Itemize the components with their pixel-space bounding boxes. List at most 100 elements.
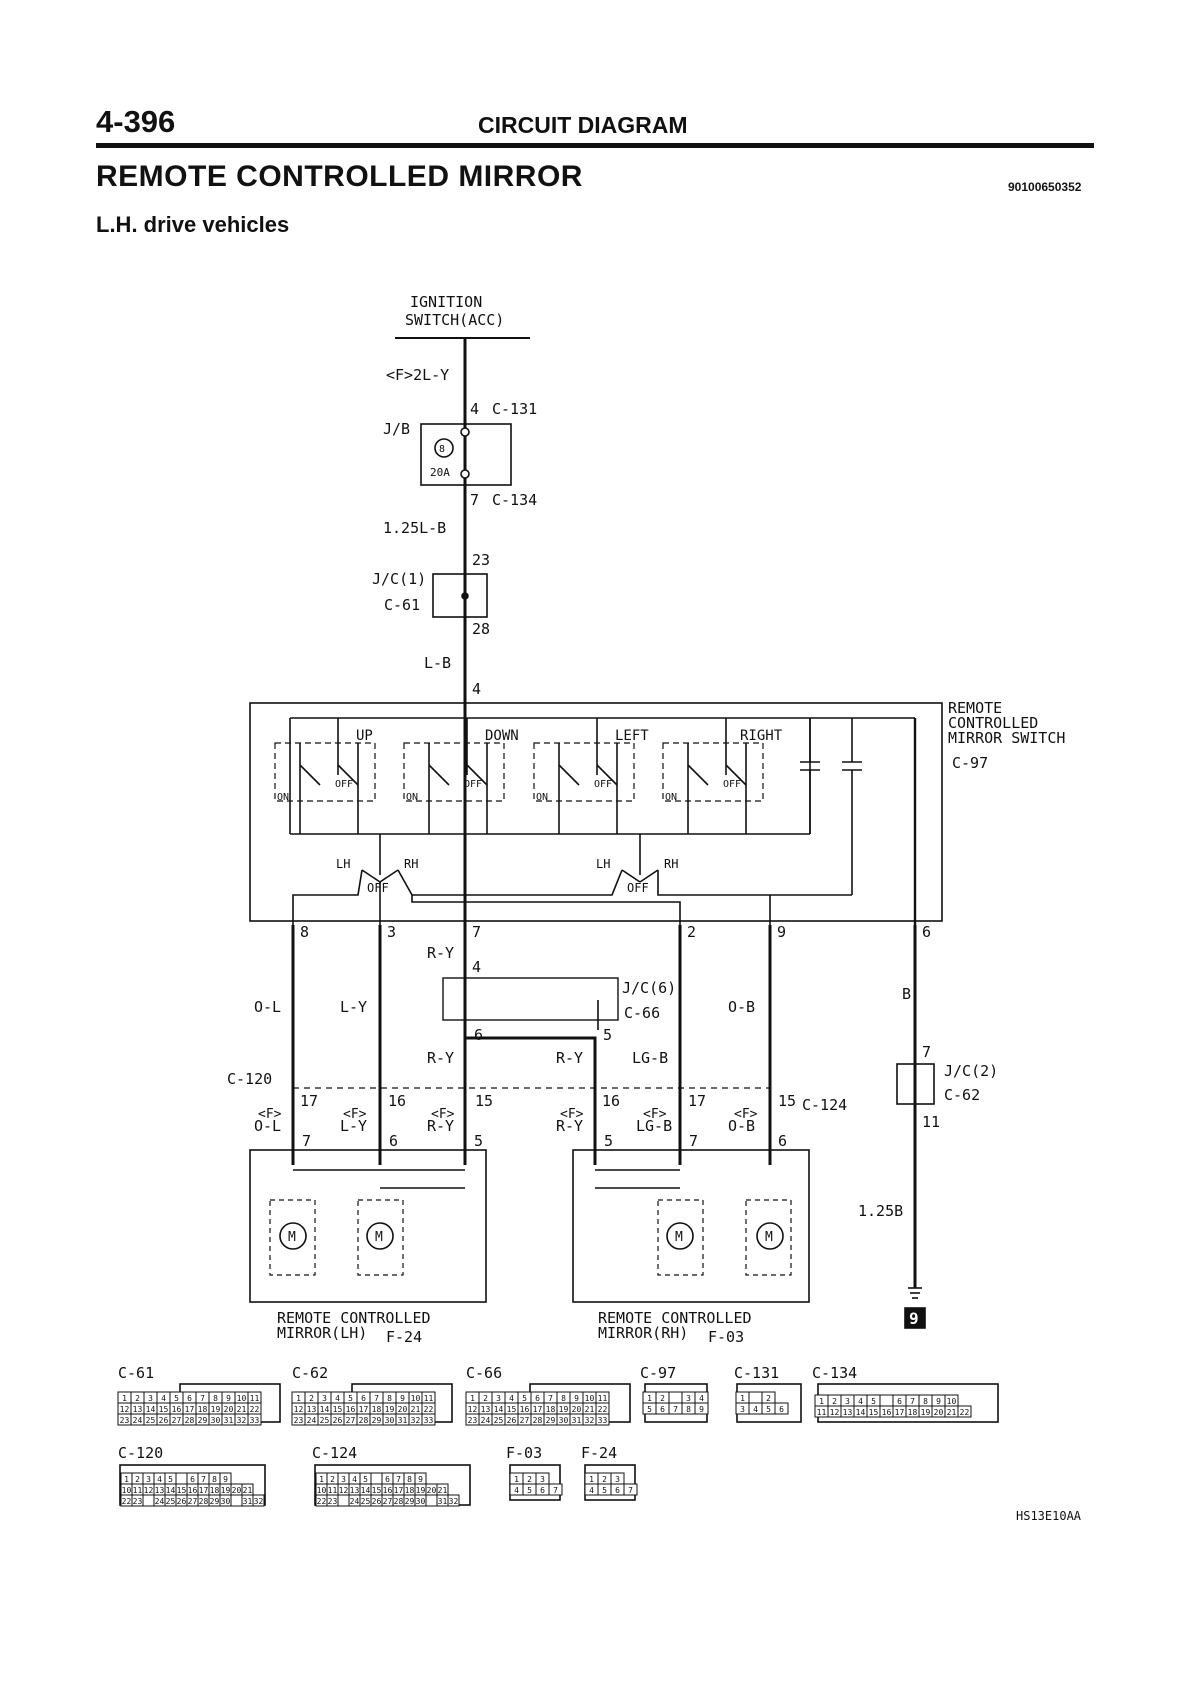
connector-cavity-number: 1 xyxy=(296,1394,301,1403)
connector-cavity-number: 26 xyxy=(177,1497,187,1506)
connector-cavity-number: 28 xyxy=(185,1416,195,1425)
connector-cavity-number: 19 xyxy=(211,1405,221,1414)
connector-name-c62: C-62 xyxy=(292,1364,328,1382)
ground-pin-label: 11 xyxy=(922,1113,940,1131)
connector-cavity-number: 7 xyxy=(553,1486,558,1495)
connector-name-f03: F-03 xyxy=(506,1444,542,1462)
switch-pin-label: 8 xyxy=(300,923,309,941)
connector-cavity-number: 24 xyxy=(350,1497,360,1506)
wire-label-125b: 1.25B xyxy=(858,1202,903,1220)
connector-callout-c134: C-134 xyxy=(492,491,537,509)
connector-cavity-number: 10 xyxy=(947,1397,957,1406)
connector-name-c66: C-66 xyxy=(466,1364,502,1382)
mirror-rh-label-1: REMOTE CONTROLLED xyxy=(598,1309,752,1327)
jc6-pin-label: 6 xyxy=(474,1026,483,1044)
fuse-rating: 20A xyxy=(430,466,450,479)
switch-off-label: OFF xyxy=(464,779,482,790)
connector-cavity-number: 3 xyxy=(341,1475,346,1484)
connector-cavity-number: 1 xyxy=(514,1475,519,1484)
connector-cavity-number: 27 xyxy=(520,1416,530,1425)
connector-cavity-number: 32 xyxy=(411,1416,421,1425)
connector-cavity xyxy=(879,1394,894,1407)
wire-label-lgb: LG-B xyxy=(636,1117,672,1135)
connector-cavity xyxy=(337,1494,350,1507)
pin-label: 4 xyxy=(470,400,479,418)
connector-cavity-number: 2 xyxy=(527,1475,532,1484)
switch-on-label: ON xyxy=(406,792,418,803)
connector-cavity-number: 13 xyxy=(843,1408,853,1417)
ground-pin-label: 7 xyxy=(922,1043,931,1061)
connector-cavity xyxy=(370,1472,383,1485)
connector-name-c124: C-124 xyxy=(312,1444,357,1462)
mirror-pin-label: 7 xyxy=(302,1132,311,1150)
page-subtitle: L.H. drive vehicles xyxy=(96,212,290,237)
connector-cavity-number: 12 xyxy=(468,1405,478,1414)
selector-off-label: OFF xyxy=(627,881,649,895)
mirror-pin-label: 7 xyxy=(689,1132,698,1150)
connector-callout-c131: C-131 xyxy=(492,400,537,418)
connector-cavity-number: 4 xyxy=(589,1486,594,1495)
connector-cavity-number: 7 xyxy=(673,1405,678,1414)
mirror-pin-label: 5 xyxy=(474,1132,483,1150)
connector-cavity-number: 9 xyxy=(226,1394,231,1403)
connector-pin-label: 16 xyxy=(388,1092,406,1110)
connector-cavity xyxy=(421,1413,436,1426)
motor-icon: M xyxy=(288,1230,296,1245)
switch-pin-label: 9 xyxy=(777,923,786,941)
connector-cavity-number: 32 xyxy=(254,1497,264,1506)
connector-cavity-number: 20 xyxy=(224,1405,234,1414)
connector-cavity-number: 6 xyxy=(660,1405,665,1414)
connector-cavity-number: 17 xyxy=(533,1405,543,1414)
connector-cavity-number: 30 xyxy=(221,1497,231,1506)
wire-label-lgb: LG-B xyxy=(632,1049,668,1067)
connector-cavity-number: 17 xyxy=(359,1405,369,1414)
connector-cavity-number: 13 xyxy=(481,1405,491,1414)
wire-label-ob: O-B xyxy=(728,998,755,1016)
connector-name-f24: F-24 xyxy=(581,1444,617,1462)
connector-cavity-number: 23 xyxy=(468,1416,478,1425)
mirror-lh-label-1: REMOTE CONTROLLED xyxy=(277,1309,431,1327)
connector-cavity-number: 2 xyxy=(832,1397,837,1406)
connector-cavity-number: 19 xyxy=(221,1486,231,1495)
switch-off-label: OFF xyxy=(723,779,741,790)
connector-f-mark: <F> xyxy=(258,1107,282,1122)
wire-label-ry: R-Y xyxy=(427,1117,454,1135)
connector-cavity-number: 8 xyxy=(923,1397,928,1406)
header-rule xyxy=(96,143,1094,148)
connector-cavity-number: 28 xyxy=(199,1497,209,1506)
connector-cavity-number: 9 xyxy=(574,1394,579,1403)
connector-cavity-number: 30 xyxy=(211,1416,221,1425)
connector-cavity-number: 20 xyxy=(427,1486,437,1495)
wire-label-125lb: 1.25L-B xyxy=(383,519,446,537)
wire-label-ol: O-L xyxy=(254,1117,281,1135)
connector-cavity-number: 33 xyxy=(424,1416,434,1425)
connector-cavity-number: 11 xyxy=(133,1486,143,1495)
pin-label: 7 xyxy=(470,491,479,509)
connector-cavity-number: 16 xyxy=(172,1405,182,1414)
connector-cavity-number: 16 xyxy=(383,1486,393,1495)
switch-pin-label: 3 xyxy=(387,923,396,941)
connector-cavity-number: 30 xyxy=(385,1416,395,1425)
connector-cavity-number: 2 xyxy=(660,1394,665,1403)
motor-icon: M xyxy=(675,1230,683,1245)
connector-cavity-number: 25 xyxy=(361,1497,371,1506)
connector-cavity-number: 22 xyxy=(598,1405,608,1414)
connector-cavity-number: 23 xyxy=(133,1497,143,1506)
connector-cavity xyxy=(694,1402,709,1415)
connector-cavity-number: 26 xyxy=(507,1416,517,1425)
connector-cavity xyxy=(447,1494,460,1507)
connector-cavity-number: 32 xyxy=(449,1497,459,1506)
connector-cavity-number: 10 xyxy=(411,1394,421,1403)
jc2-label: J/C(2) xyxy=(944,1062,998,1080)
connector-cavity-number: 3 xyxy=(615,1475,620,1484)
wire-label-ry: R-Y xyxy=(427,1049,454,1067)
connector-cavity-number: 22 xyxy=(317,1497,327,1506)
connector-cavity-number: 21 xyxy=(438,1486,448,1495)
direction-label-down: DOWN xyxy=(485,728,519,744)
connector-cavity-number: 29 xyxy=(372,1416,382,1425)
connector-cavity-number: 24 xyxy=(481,1416,491,1425)
mirror-rh-label-2: MIRROR(RH) xyxy=(598,1324,688,1342)
connector-cavity-number: 7 xyxy=(396,1475,401,1484)
connector-cavity xyxy=(247,1413,262,1426)
connector-cavity-number: 8 xyxy=(407,1475,412,1484)
